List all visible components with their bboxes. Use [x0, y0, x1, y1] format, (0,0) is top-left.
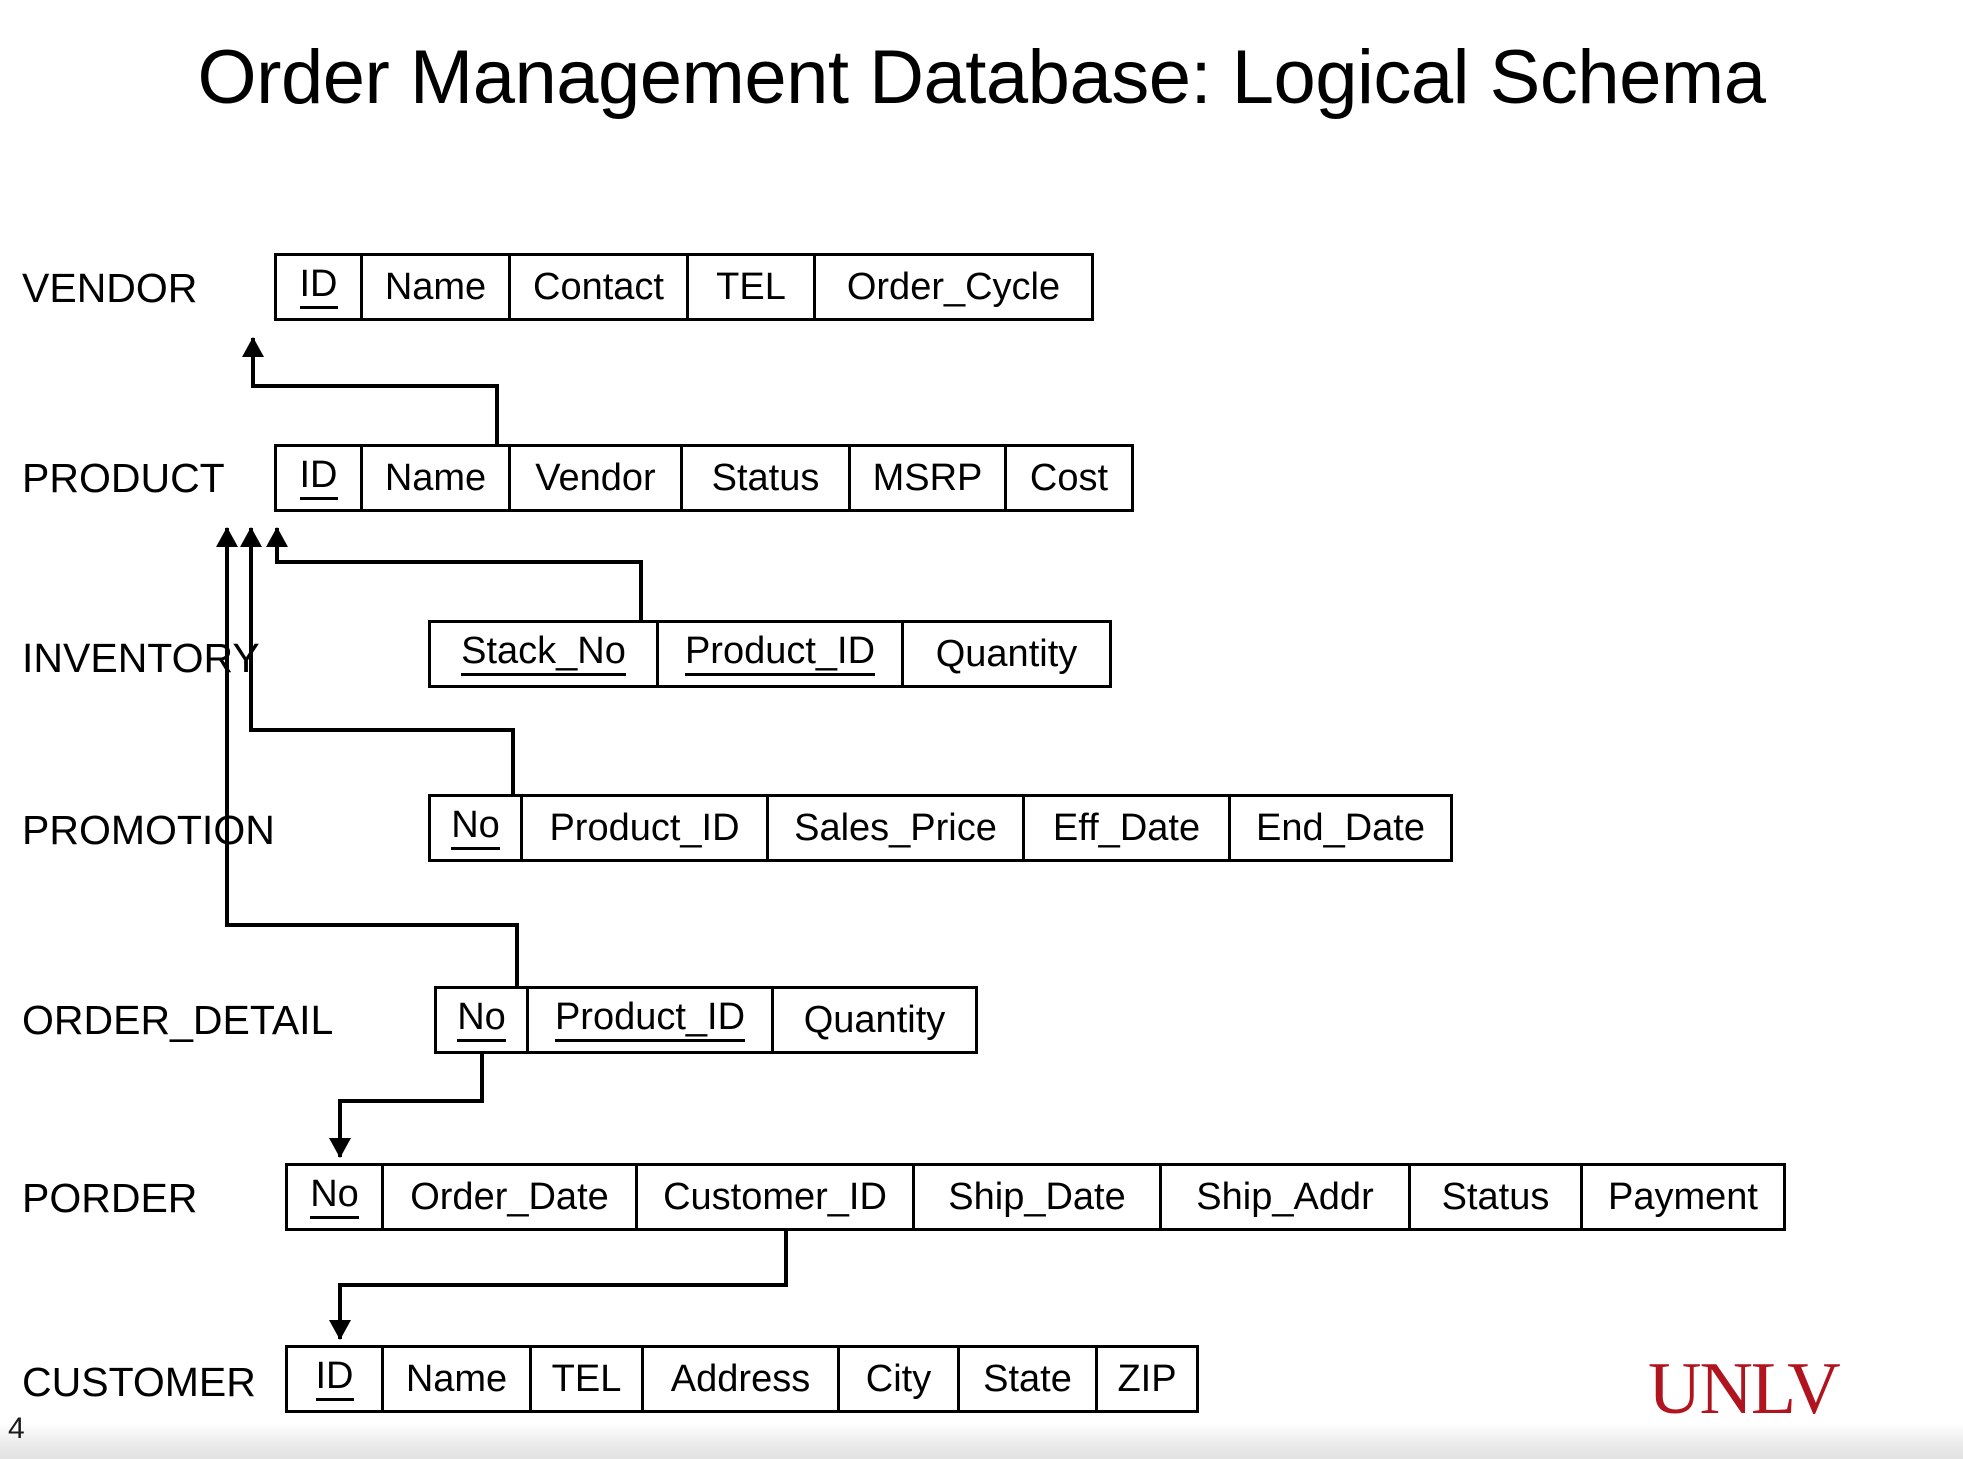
- entity-label-customer: CUSTOMER: [22, 1359, 256, 1405]
- connector-inventory-productid-to-product-id: [266, 527, 643, 620]
- attr-product-msrp: MSRP: [851, 447, 1007, 509]
- attr-vendor-order-cycle: Order_Cycle: [846, 266, 1061, 308]
- attr-customer-address: Address: [644, 1348, 840, 1410]
- attr-promotion-no: No: [431, 797, 523, 859]
- attr-customer-name: Name: [384, 1348, 532, 1410]
- attr-inventory-quantity: Quantity: [935, 633, 1078, 675]
- attr-customer-tel: TEL: [532, 1348, 644, 1410]
- entity-label-promotion: PROMOTION: [22, 807, 275, 853]
- attr-promotion-product-id: Product_ID: [523, 797, 769, 859]
- footer-band: [0, 1424, 1963, 1459]
- attr-porder-order-date: Order_Date: [384, 1166, 638, 1228]
- attr-customer-id: ID: [288, 1348, 384, 1410]
- attr-porder-customer-id: Customer_ID: [638, 1166, 915, 1228]
- attr-promotion-end-date: End_Date: [1255, 807, 1425, 849]
- relation-product: ID Name Vendor Status MSRP Cost: [274, 444, 1134, 512]
- attr-product-name: Name: [363, 447, 511, 509]
- attr-product-vendor: Vendor: [511, 447, 683, 509]
- attr-order-detail-quantity: Quantity: [803, 999, 946, 1041]
- entity-label-inventory: INVENTORY: [22, 635, 260, 681]
- attr-product-status: Status: [683, 447, 851, 509]
- attr-customer-zip: ZIP: [1117, 1358, 1177, 1400]
- attr-customer-city: City: [840, 1348, 960, 1410]
- attr-product-cost: Cost: [1029, 457, 1109, 499]
- connector-orderdetail-no-to-porder-no: [329, 1054, 484, 1158]
- attr-customer-state: State: [960, 1348, 1098, 1410]
- connector-orderdetail-productid-to-product-id: [216, 527, 519, 986]
- page-title: Order Management Database: Logical Schem…: [197, 35, 1766, 120]
- entity-label-order-detail: ORDER_DETAIL: [22, 997, 334, 1043]
- connector-porder-customerid-to-customer-id: [329, 1231, 788, 1340]
- relation-promotion: No Product_ID Sales_Price Eff_Date End_D…: [428, 794, 1453, 862]
- entity-label-vendor: VENDOR: [22, 265, 198, 311]
- attr-vendor-tel: TEL: [689, 256, 816, 318]
- relation-vendor: ID Name Contact TEL Order_Cycle: [274, 253, 1094, 321]
- entity-label-product: PRODUCT: [22, 455, 225, 501]
- attr-vendor-name: Name: [363, 256, 511, 318]
- attr-product-id: ID: [277, 447, 363, 509]
- attr-porder-ship-addr: Ship_Addr: [1162, 1166, 1411, 1228]
- connector-product-vendor-to-vendor-id: [242, 337, 499, 444]
- attr-promotion-sales-price: Sales_Price: [769, 797, 1025, 859]
- attr-inventory-stack-no: Stack_No: [431, 623, 659, 685]
- attr-promotion-eff-date: Eff_Date: [1025, 797, 1231, 859]
- attr-porder-ship-date: Ship_Date: [915, 1166, 1162, 1228]
- page-number: 4: [8, 1412, 25, 1445]
- attr-inventory-product-id: Product_ID: [659, 623, 904, 685]
- attr-order-detail-product-id: Product_ID: [529, 989, 774, 1051]
- relation-order-detail: No Product_ID Quantity: [434, 986, 978, 1054]
- relation-customer: ID Name TEL Address City State ZIP: [285, 1345, 1199, 1413]
- attr-vendor-contact: Contact: [511, 256, 689, 318]
- relation-porder: No Order_Date Customer_ID Ship_Date Ship…: [285, 1163, 1786, 1231]
- attr-porder-payment: Payment: [1608, 1176, 1758, 1218]
- attr-porder-no: No: [288, 1166, 384, 1228]
- attr-order-detail-no: No: [437, 989, 529, 1051]
- attr-porder-status: Status: [1411, 1166, 1583, 1228]
- entity-label-porder: PORDER: [22, 1175, 198, 1221]
- relation-inventory: Stack_No Product_ID Quantity: [428, 620, 1112, 688]
- unlv-logo: UNLV: [1648, 1348, 1841, 1430]
- attr-vendor-id: ID: [277, 256, 363, 318]
